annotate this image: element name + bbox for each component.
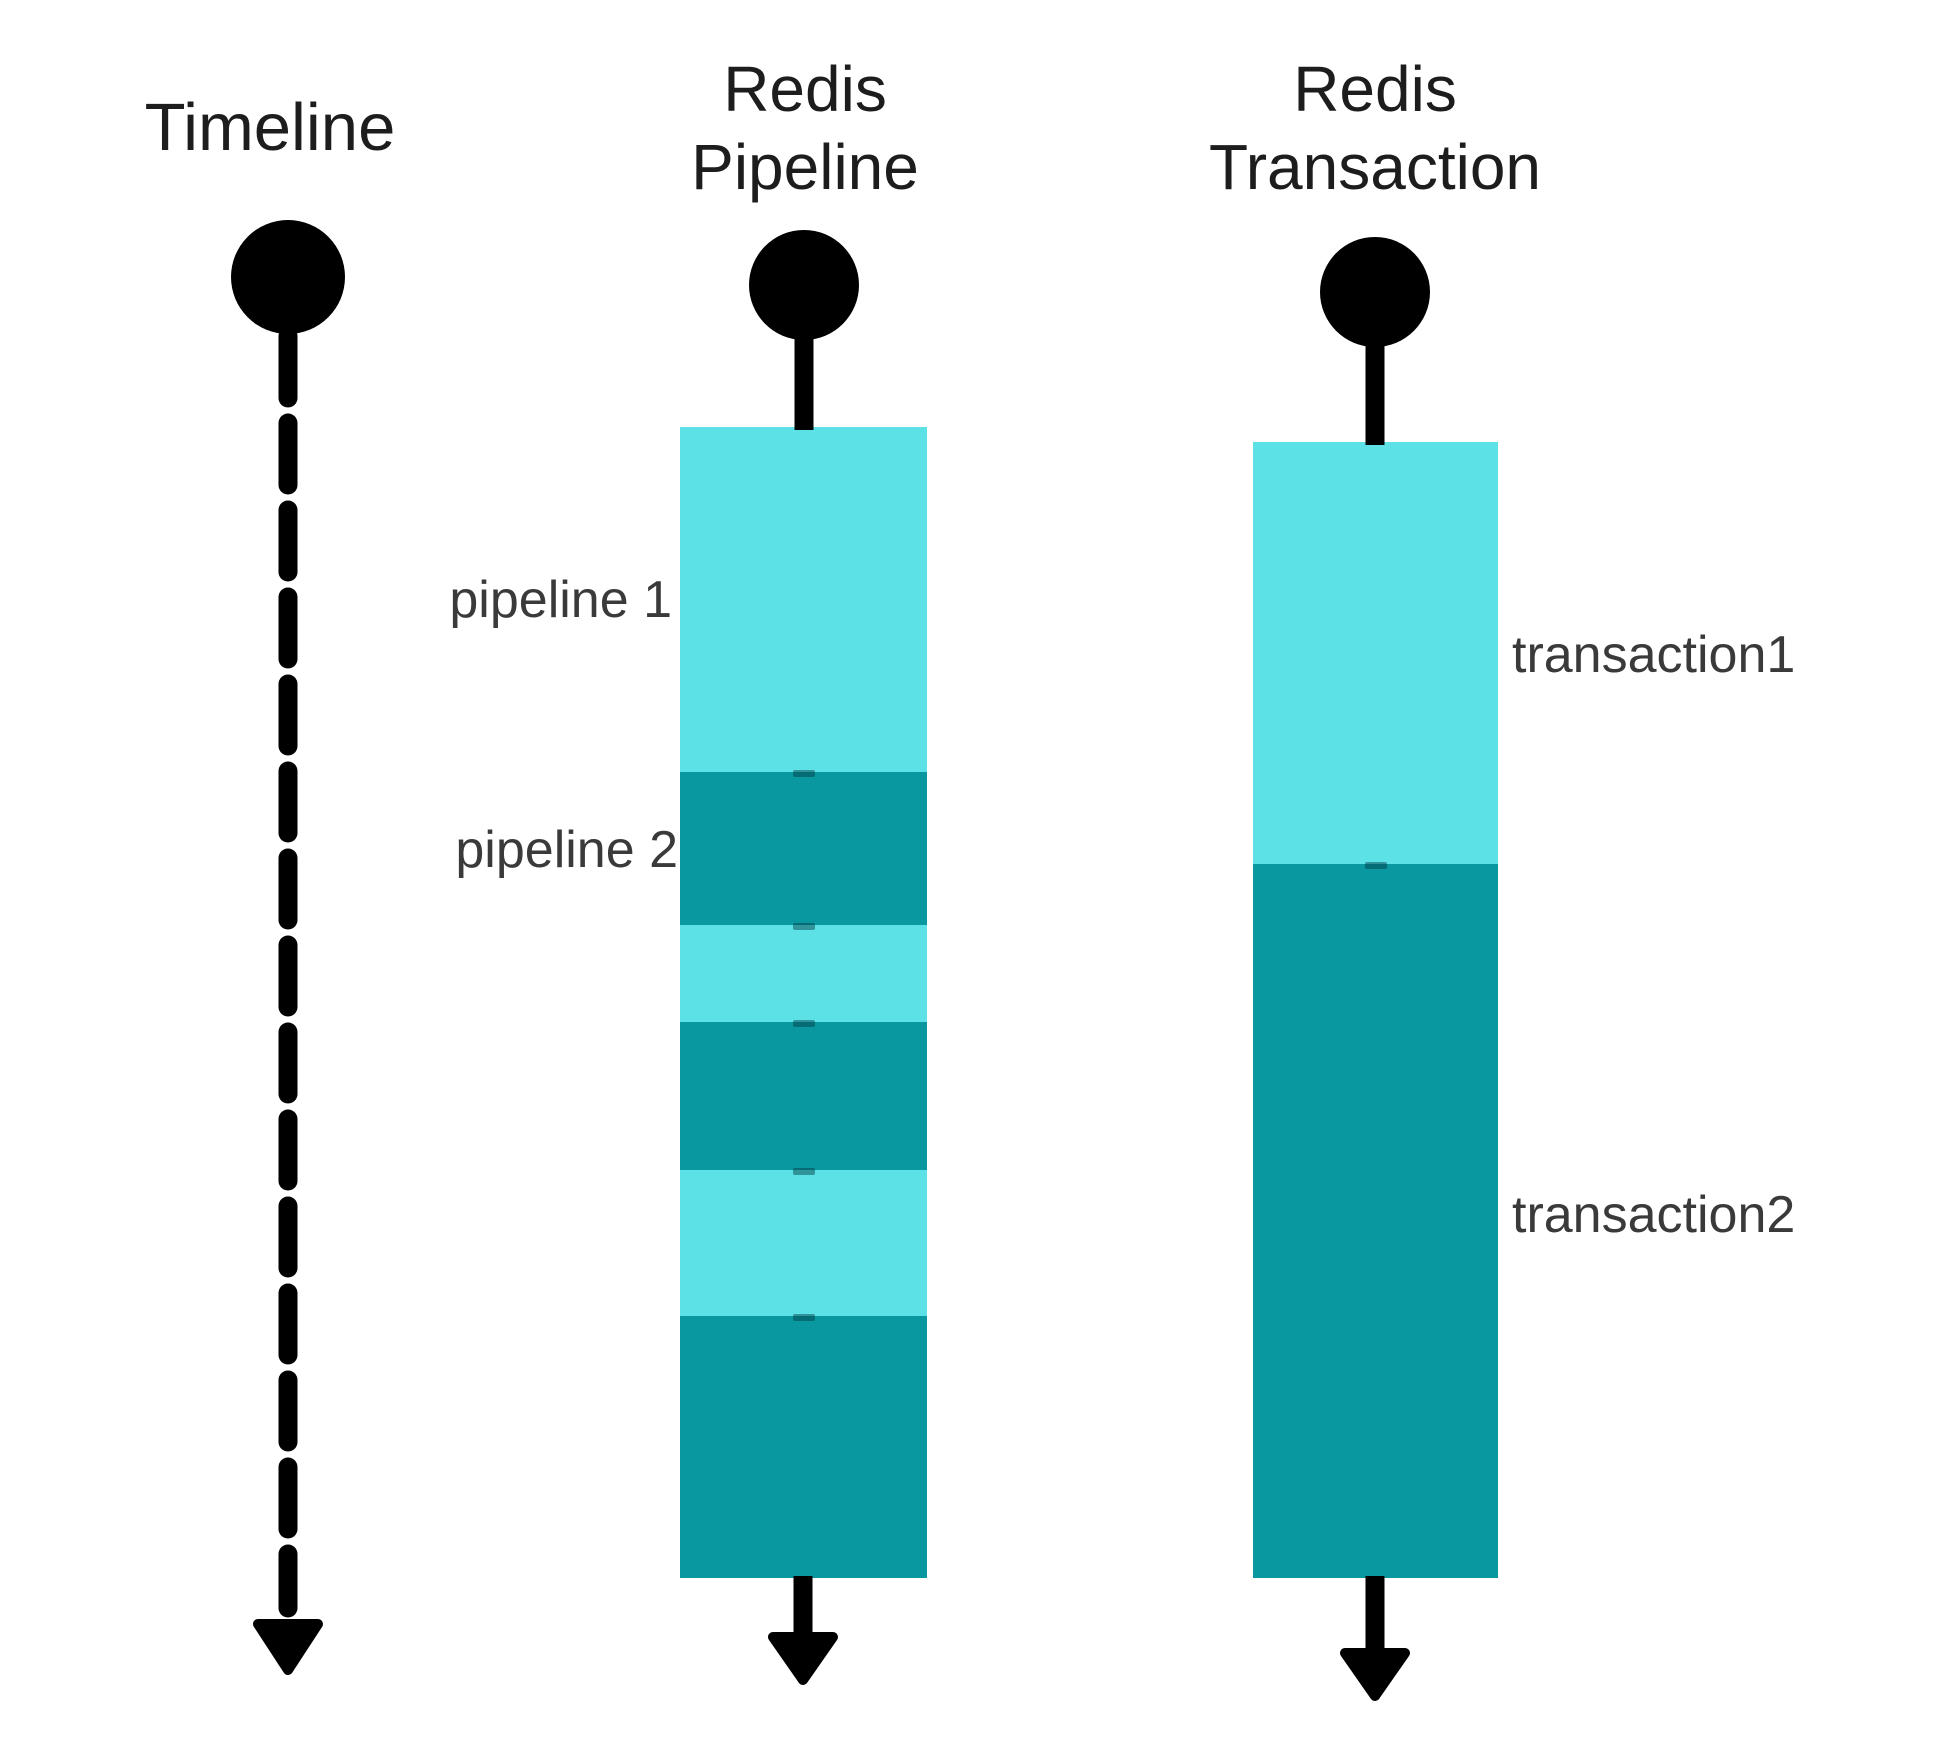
transaction-bar-segment-1 [1253,442,1498,864]
transaction-column-title: Redis Transaction [1209,53,1541,203]
transaction-arrowhead-icon [1340,1648,1410,1701]
pipeline-2-label: pipeline 2 [455,821,678,879]
pipeline-bar-segment-6 [680,1314,927,1578]
timeline-arrowhead-icon [253,1619,323,1675]
pipeline-bar-segment-4 [680,1020,927,1170]
pipeline-bar-segment-3 [680,923,927,1022]
seam-tick [792,770,815,777]
seam-tick [792,923,815,930]
seam-tick [792,1314,815,1321]
transaction-start-dot-icon [1320,237,1430,347]
pipeline-bar-segment-2 [680,770,927,925]
pipeline-column-title: Redis Pipeline [691,53,919,203]
pipeline-start-dot-icon [749,230,859,340]
seam-tick [792,1168,815,1175]
pipeline-bar-segment-5 [680,1168,927,1316]
pipeline-arrowhead-icon [768,1632,838,1685]
transaction-bar [1253,442,1498,1578]
pipeline-1-label: pipeline 1 [449,571,672,629]
transaction-2-label: transaction2 [1512,1186,1796,1244]
pipeline-bar [680,427,927,1578]
timeline-column-title: Timeline [144,90,396,165]
transaction-1-label: transaction1 [1512,626,1796,684]
seam-tick [1364,862,1387,869]
seam-tick [792,1020,815,1027]
timeline-start-dot-icon [231,220,345,334]
pipeline-bar-segment-1 [680,427,927,772]
transaction-bar-segment-2 [1253,862,1498,1578]
